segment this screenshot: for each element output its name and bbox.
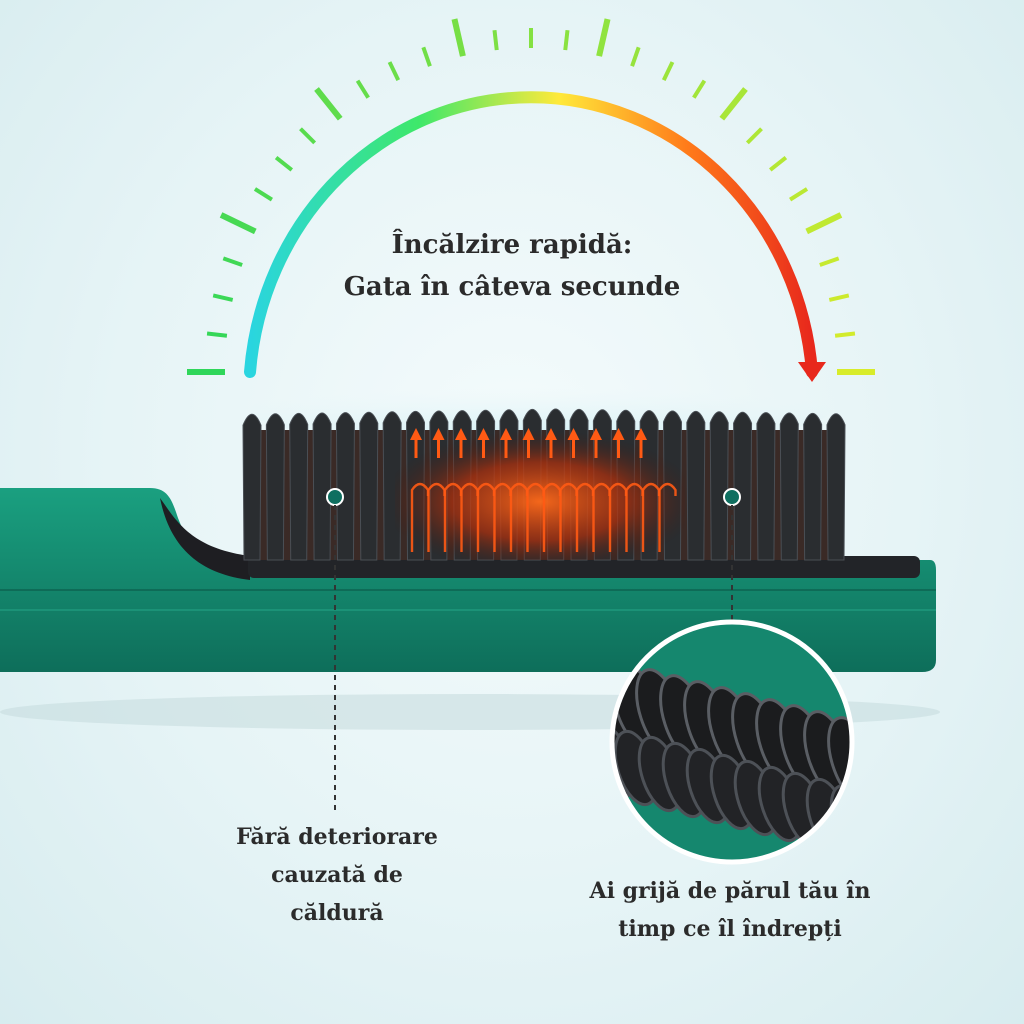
arrow-up-icon: [500, 428, 512, 458]
bristle: [359, 411, 379, 561]
arrow-up-icon: [410, 428, 422, 458]
note-no-heat-damage: Fără deteriorare cauzată de căldură: [192, 818, 482, 932]
arrow-up-icon: [567, 428, 580, 458]
gauge-tick: [745, 127, 763, 145]
gauge-tick: [355, 79, 370, 99]
arrow-up-icon: [545, 428, 557, 458]
marker-dot-left: [326, 488, 344, 506]
gauge-tick: [596, 18, 611, 57]
heating-coils: [410, 482, 677, 552]
bristle-zoom-circle: [609, 619, 905, 869]
gauge-tick: [314, 87, 343, 121]
gauge-tick: [253, 187, 273, 202]
gauge-tick: [719, 87, 748, 121]
arrow-up-icon: [612, 428, 625, 458]
gauge-tick: [492, 29, 499, 51]
gauge-tick: [274, 155, 294, 172]
gauge-tick: [212, 293, 234, 302]
bristle: [686, 410, 706, 561]
gauge-tick: [563, 29, 570, 51]
headline-line-1: Încălzire rapidă:: [391, 230, 633, 260]
bristle: [826, 413, 846, 561]
arrow-down-icon: [798, 362, 826, 382]
heating-coil: [658, 482, 677, 552]
gauge-tick: [630, 46, 641, 67]
note-right-line-2: timp ce îl îndrepți: [618, 916, 842, 942]
arrow-up-icon: [590, 428, 602, 458]
gauge-tick: [219, 212, 257, 235]
zoom-bristle: [827, 716, 850, 804]
headline: Încălzire rapidă: Gata în câteva secunde: [312, 224, 712, 308]
bristle: [312, 412, 332, 561]
bristle: [289, 412, 309, 561]
bristle: [242, 413, 262, 561]
marker-dot-right: [723, 488, 741, 506]
bristle: [709, 411, 729, 561]
gauge-tick: [387, 61, 401, 81]
heat-gauge-arc: [244, 91, 818, 378]
gauge-tick: [692, 79, 707, 99]
bristle: [335, 412, 355, 561]
gauge-tick: [299, 127, 317, 145]
gauge-tick: [819, 256, 840, 267]
bristle: [803, 412, 823, 561]
zoom-bristle: [847, 786, 905, 869]
gauge-tick: [206, 331, 228, 338]
gauge-tick: [421, 46, 432, 67]
bristle: [756, 412, 776, 561]
note-left-line-1: Fără deteriorare: [236, 824, 438, 850]
gauge-tick: [768, 155, 788, 172]
arrow-up-icon: [477, 428, 490, 458]
gauge-tick: [661, 61, 675, 81]
gauge-tick: [789, 187, 809, 202]
gauge-tick: [451, 18, 466, 57]
gauge-tick: [805, 212, 843, 235]
heat-arrows: [410, 428, 647, 458]
arrow-up-icon: [432, 428, 445, 458]
gauge-tick: [828, 293, 850, 302]
gauge-tick: [834, 331, 856, 338]
arrow-up-icon: [455, 428, 467, 458]
note-hair-care: Ai grijă de părul tău în timp ce îl îndr…: [560, 872, 900, 948]
bristle: [733, 411, 753, 561]
arrow-up-icon: [522, 428, 535, 458]
bristle: [779, 412, 799, 561]
gauge-ticks: [187, 18, 875, 375]
note-right-line-1: Ai grijă de părul tău în: [589, 878, 871, 904]
note-left-line-2: cauzată de: [271, 862, 403, 888]
note-left-line-3: căldură: [290, 900, 384, 926]
bristle: [265, 413, 285, 561]
headline-line-2: Gata în câteva secunde: [343, 272, 681, 302]
arrow-up-icon: [635, 428, 647, 458]
gauge-tick: [222, 256, 243, 267]
